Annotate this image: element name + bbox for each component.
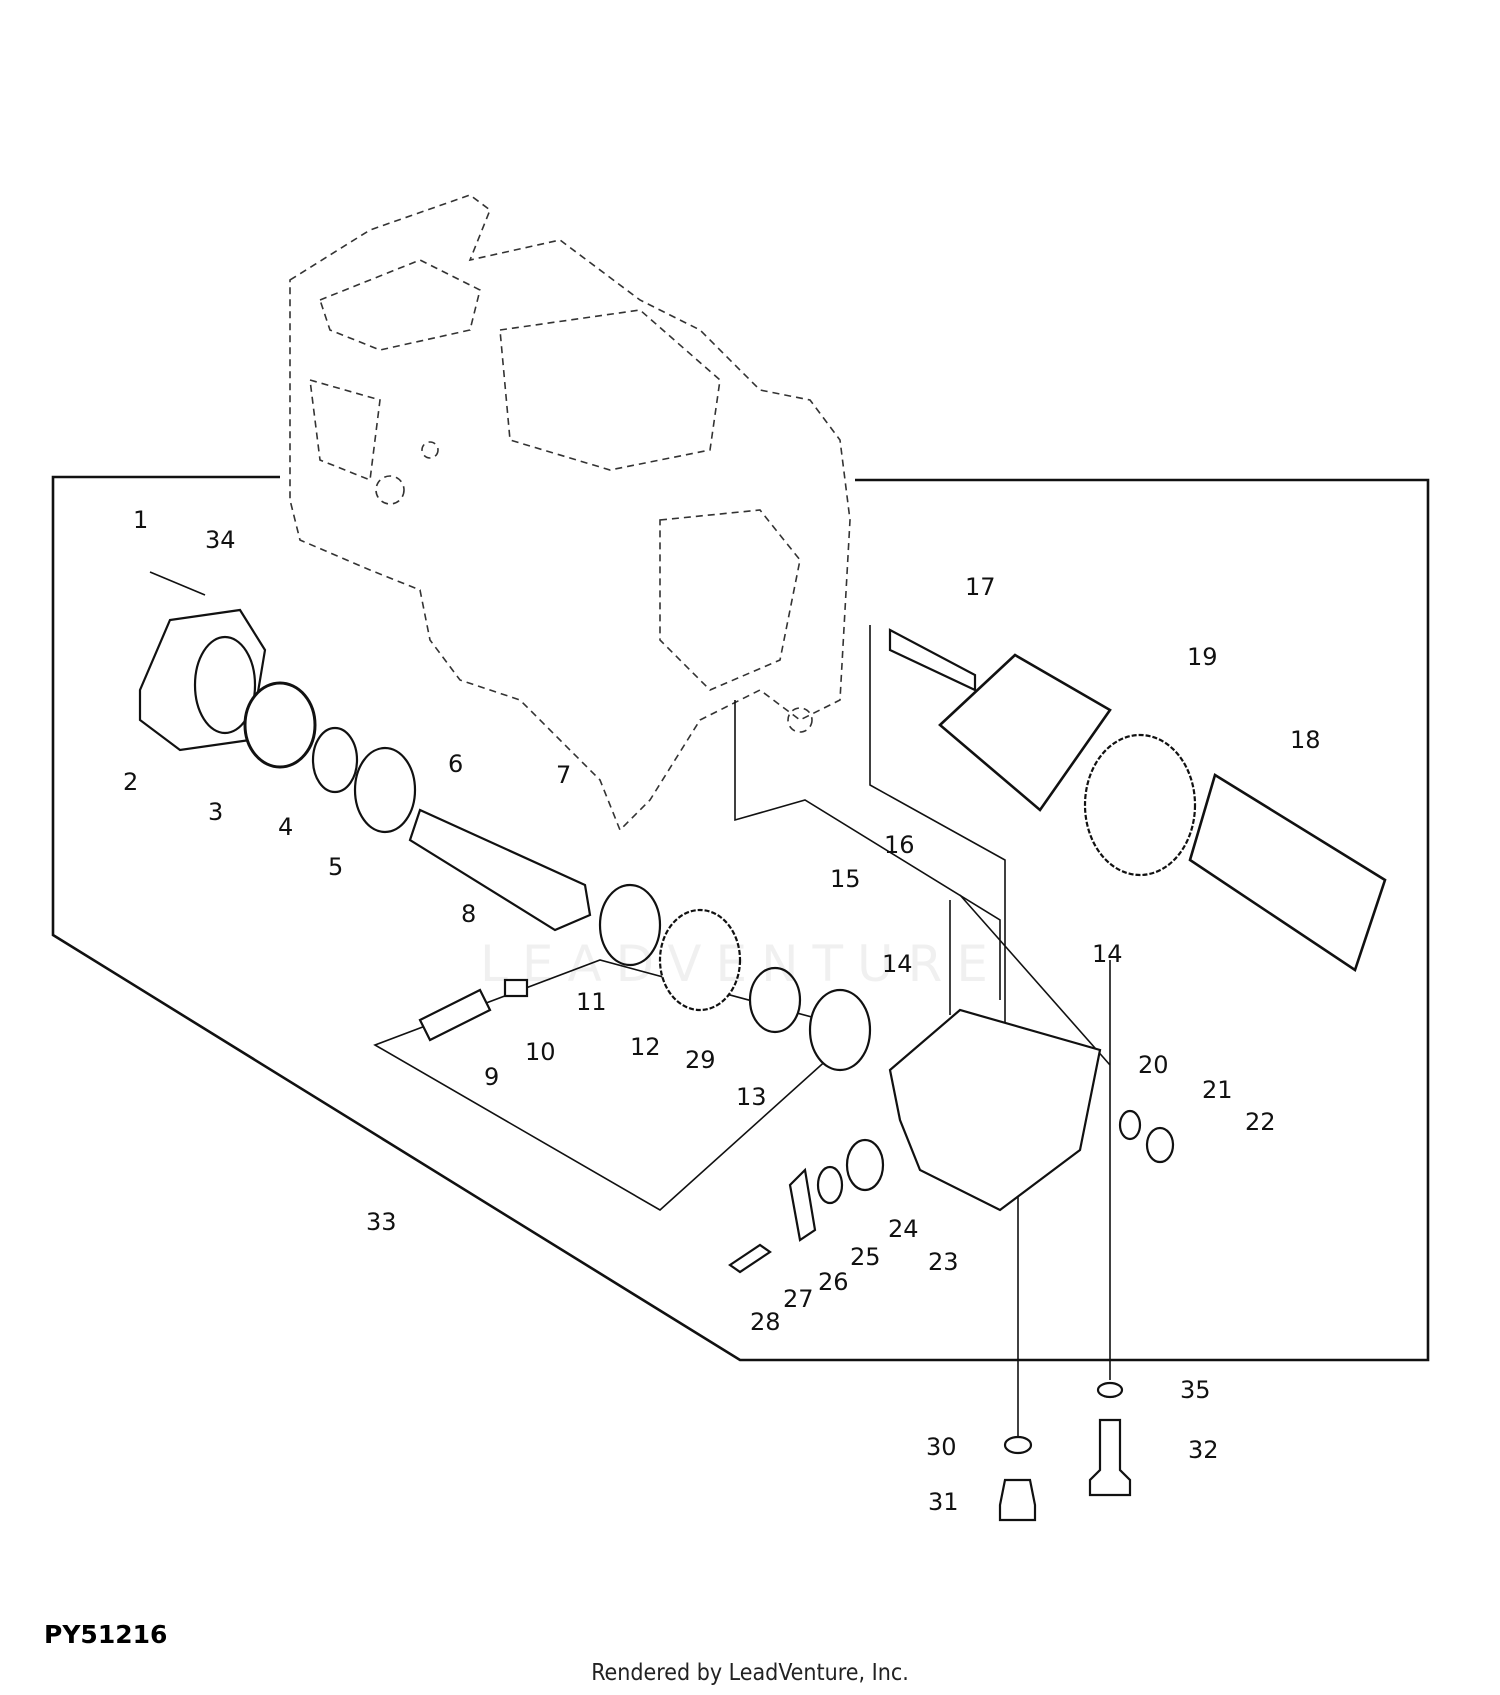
callout-11: 11: [576, 988, 607, 1016]
part-31-plug: [998, 1478, 1037, 1522]
callout-33: 33: [366, 1208, 397, 1236]
part-29-sleeve: [748, 966, 802, 1034]
callout-6: 6: [448, 750, 463, 778]
part-8-shaft: [408, 808, 592, 932]
callout-27: 27: [783, 1285, 814, 1313]
part-26-plate: [788, 1167, 817, 1242]
callout-10: 10: [525, 1038, 556, 1066]
part-18-group-frame: [1188, 772, 1387, 973]
callout-17: 17: [965, 573, 996, 601]
callout-2: 2: [123, 768, 138, 796]
callout-1: 1: [133, 506, 148, 534]
part-5-bearing: [353, 746, 417, 834]
part-10-block: [503, 978, 529, 998]
part-28-bolt: [728, 1243, 772, 1274]
callout-4: 4: [278, 813, 293, 841]
callout-9: 9: [484, 1063, 499, 1091]
housing-outline: [289, 194, 851, 832]
part-23-case: [888, 1008, 1102, 1212]
part-19-gear: [1083, 733, 1197, 877]
callouts: 1 34 2 3 4 5 6 7 8 11 12 9 10 29 13 17 1…: [123, 506, 1321, 1516]
callout-26: 26: [818, 1268, 849, 1296]
callout-5: 5: [328, 853, 343, 881]
part-24-bearing: [845, 1138, 885, 1192]
callout-23: 23: [928, 1248, 959, 1276]
callout-24: 24: [888, 1215, 919, 1243]
callout-14-a: 14: [1092, 940, 1123, 968]
part-19-group-frame: [938, 653, 1112, 812]
callout-13: 13: [736, 1083, 767, 1111]
part-3-oring: [243, 681, 317, 769]
callout-21: 21: [1202, 1076, 1233, 1104]
callout-14-b: 14: [882, 950, 913, 978]
callout-28: 28: [750, 1308, 781, 1336]
part-35-washer: [1096, 1381, 1124, 1399]
callout-8: 8: [461, 900, 476, 928]
part-9-fork: [418, 988, 492, 1042]
callout-35: 35: [1180, 1376, 1211, 1404]
callout-18: 18: [1290, 726, 1321, 754]
callout-19: 19: [1187, 643, 1218, 671]
part-4-bearing: [311, 726, 359, 794]
callout-32: 32: [1188, 1436, 1219, 1464]
part-25-ring: [816, 1165, 844, 1205]
callout-25: 25: [850, 1243, 881, 1271]
callout-22: 22: [1245, 1108, 1276, 1136]
part-17-shaft: [888, 628, 977, 692]
watermark-text: LEADVENTURE: [480, 935, 1002, 993]
part-21-nut: [1145, 1126, 1175, 1164]
part-11-bearing: [598, 883, 662, 967]
kit-frame: [51, 475, 1430, 1362]
part-12-gear: [658, 908, 742, 1012]
figure-id: PY51216: [44, 1620, 168, 1649]
callout-20: 20: [1138, 1051, 1169, 1079]
callout-12: 12: [630, 1033, 661, 1061]
footer-credit: Rendered by LeadVenture, Inc.: [591, 1660, 909, 1686]
callout-3: 3: [208, 798, 223, 826]
part-20-washer: [1118, 1109, 1142, 1141]
callout-29: 29: [685, 1046, 716, 1074]
callout-15: 15: [830, 865, 861, 893]
callout-34: 34: [205, 526, 236, 554]
callout-30: 30: [926, 1433, 957, 1461]
part-30-ring: [1003, 1435, 1033, 1455]
callout-31: 31: [928, 1488, 959, 1516]
callout-7: 7: [556, 761, 571, 789]
part-32-bolt: [1088, 1418, 1132, 1497]
callout-16: 16: [884, 831, 915, 859]
part-13-bearing: [808, 988, 872, 1072]
